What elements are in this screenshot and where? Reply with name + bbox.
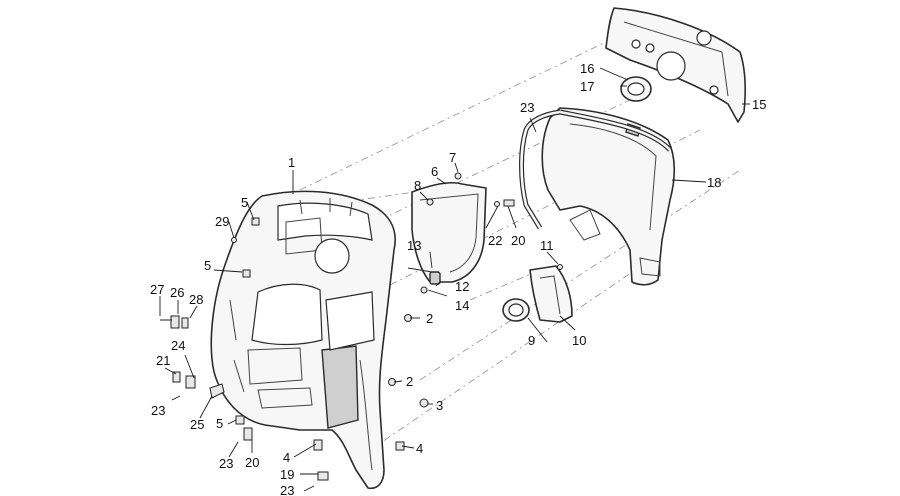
callout-25: 24 [171,338,185,353]
inner-back-panel [541,107,676,286]
callout-13: 13 [407,238,421,253]
callout-20: 19 [280,467,294,482]
edge-seal-strip [519,109,672,230]
callout-4: 4 [416,441,423,456]
callout-5: 5 [204,258,211,273]
callout-16: 29 [215,214,229,229]
callout-19: 18 [707,175,721,190]
callout-22: 21 [156,353,170,368]
callout-23: 23 [151,403,165,418]
callout-23: 23 [280,483,294,496]
callout-12: 12 [455,279,469,294]
callout-17: 16 [580,61,594,76]
left-hardware-clips [160,172,563,481]
lock-assembly [407,267,441,294]
callout-leaders [159,67,750,492]
callout-3: 3 [436,398,443,413]
callout-24: 23 [520,100,534,115]
callout-6: 6 [431,164,438,179]
callout-15: 15 [752,97,766,112]
callout-labels: 1 2 2 3 4 4 5 5 5 6 7 8 9 10 11 12 13 14… [150,61,766,496]
grommet-ring [502,298,530,322]
callout-23: 22 [488,233,502,248]
callout-26: 25 [190,417,204,432]
air-duct [529,265,573,323]
callout-29: 28 [189,292,203,307]
callout-21: 20 [511,233,525,248]
callout-1: 1 [288,155,295,170]
ignition-ring [620,76,652,102]
rear-panel [605,7,746,123]
callout-23: 23 [219,456,233,471]
callout-5: 5 [216,416,223,431]
callout-10: 10 [572,333,586,348]
callout-2: 2 [426,311,433,326]
callout-28: 27 [150,282,164,297]
callout-18: 17 [580,79,594,94]
callout-4: 4 [283,450,290,465]
callout-14: 14 [455,298,469,313]
glove-box-door [411,181,487,283]
callout-8: 8 [414,178,421,193]
callout-7: 7 [449,150,456,165]
callout-27: 26 [170,285,184,300]
callout-11: 11 [540,238,554,253]
callout-20: 20 [245,455,259,470]
callout-2: 2 [406,374,413,389]
callout-9: 9 [528,333,535,348]
callout-5: 5 [241,195,248,210]
leg-shield-front-panel [210,190,396,490]
